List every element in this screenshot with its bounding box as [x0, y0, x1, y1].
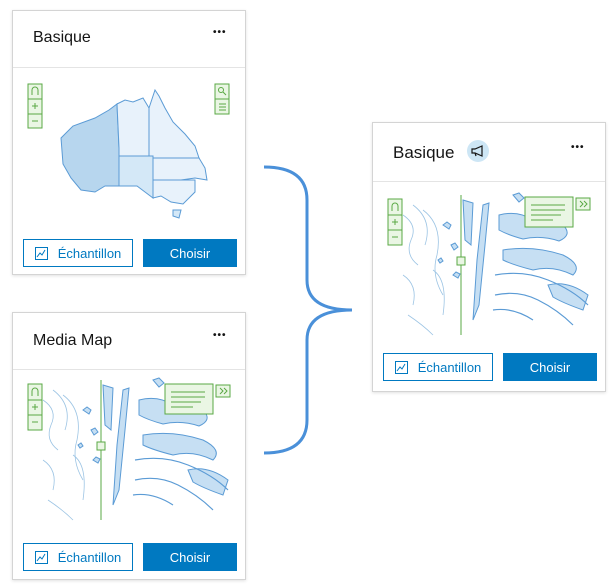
sample-map-icon	[394, 360, 408, 374]
card-basique-top: Basique ••• Échantillon	[12, 10, 246, 275]
search-legend-widget	[214, 83, 230, 115]
river-lines	[492, 272, 589, 326]
card-media-map: Media Map •••	[12, 312, 246, 580]
region-west	[60, 103, 120, 193]
card-title: Basique	[393, 143, 455, 162]
region-north	[116, 97, 150, 157]
sample-map-icon	[34, 550, 48, 564]
choose-button[interactable]: Choisir	[503, 353, 597, 381]
media-map-thumbnail	[387, 192, 591, 336]
zoom-controls	[27, 383, 43, 431]
more-options-button[interactable]: •••	[571, 142, 585, 153]
choose-button[interactable]: Choisir	[143, 239, 237, 267]
swipe-handle-icon	[456, 256, 466, 266]
choose-button-label: Choisir	[169, 245, 211, 261]
more-options-button[interactable]: •••	[213, 330, 227, 341]
choose-button[interactable]: Choisir	[143, 543, 237, 571]
australia-map-thumbnail	[27, 83, 230, 219]
swipe-handle-icon	[96, 441, 106, 451]
australia-states	[60, 88, 208, 219]
topo-lines	[402, 204, 445, 336]
sample-map-icon	[34, 246, 48, 260]
topo-lines	[42, 389, 85, 521]
choose-button-label: Choisir	[169, 549, 211, 565]
sample-button[interactable]: Échantillon	[23, 239, 133, 267]
sample-button-label: Échantillon	[57, 549, 122, 565]
zoom-controls	[387, 198, 403, 246]
region-east	[152, 157, 208, 181]
sample-button[interactable]: Échantillon	[23, 543, 133, 571]
region-southeast	[152, 179, 196, 205]
sample-button[interactable]: Échantillon	[383, 353, 493, 381]
sample-button-label: Échantillon	[417, 359, 482, 375]
card-header: Media Map •••	[13, 313, 245, 370]
choose-button-label: Choisir	[529, 359, 571, 375]
river-lines	[132, 457, 229, 511]
card-header: Basique •••	[373, 123, 605, 182]
card-title: Media Map	[33, 332, 113, 349]
sample-button-label: Échantillon	[57, 245, 122, 261]
megaphone-icon	[471, 145, 483, 157]
more-options-button[interactable]: •••	[213, 27, 227, 38]
info-panel	[524, 196, 591, 228]
info-panel	[164, 383, 231, 415]
card-basique-result: Basique •••	[372, 122, 606, 392]
media-map-thumbnail	[27, 377, 231, 521]
card-header: Basique •••	[13, 11, 245, 68]
megaphone-badge	[467, 140, 489, 162]
zoom-controls	[27, 83, 43, 129]
region-south	[118, 155, 154, 199]
region-northeast	[148, 88, 200, 159]
curly-brace-icon	[263, 165, 353, 455]
card-title: Basique	[33, 29, 91, 46]
island	[172, 209, 182, 219]
